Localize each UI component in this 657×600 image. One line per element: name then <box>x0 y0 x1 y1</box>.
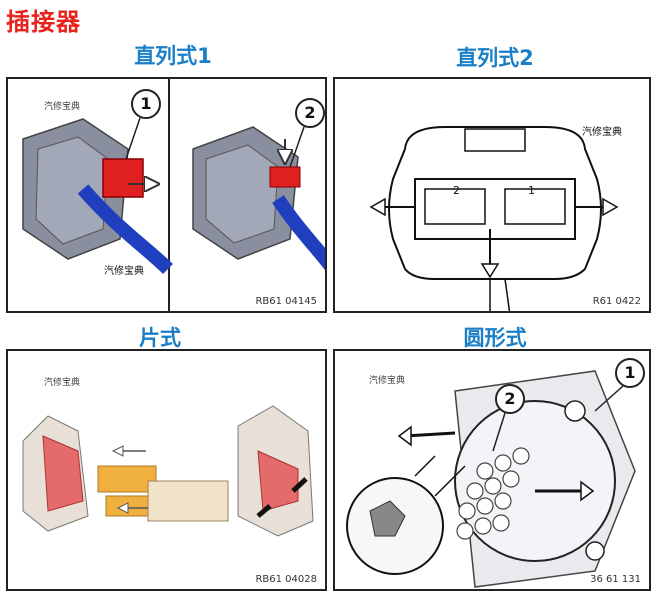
inline-1-illustration <box>22 79 325 311</box>
pin-label-1: 1 <box>528 184 535 197</box>
panel-round: 1 2 汽修宝典 36 61 131 <box>333 349 651 591</box>
watermark: 汽修宝典 <box>104 266 144 277</box>
watermark: 汽修宝典 <box>582 127 622 138</box>
round-illustration <box>346 358 645 588</box>
watermark-small: 汽修宝典 <box>369 376 406 386</box>
callout-1: 1 <box>624 363 636 382</box>
figure-caption: 36 61 131 <box>590 574 641 585</box>
section-title-inline-2: 直列式2 <box>456 46 534 70</box>
callout-2: 2 <box>504 389 516 408</box>
callout-2: 2 <box>304 103 316 122</box>
page-title: 插接器 <box>6 8 81 36</box>
section-title-blade: 片式 <box>139 326 181 350</box>
pin-label-2: 2 <box>453 184 460 197</box>
watermark-small: 汽修宝典 <box>44 102 81 112</box>
callout-1: 1 <box>140 94 152 113</box>
section-title-round: 圆形式 <box>463 326 527 350</box>
panel-inline-2: 2 1 汽修宝典 R61 0422 <box>333 77 651 313</box>
figure-caption: RB61 04028 <box>255 574 317 585</box>
figure-caption: RB61 04145 <box>255 296 317 307</box>
watermark-small: 汽修宝典 <box>44 378 81 388</box>
figure-caption: R61 0422 <box>592 296 641 307</box>
panel-blade: 汽修宝典 RB61 04028 <box>6 349 327 591</box>
panel-inline-1: 1 2 汽修宝典 汽修宝典 RB61 04145 <box>6 77 327 313</box>
section-title-inline-1: 直列式1 <box>134 44 212 68</box>
inline-2-illustration <box>369 126 619 311</box>
blade-illustration <box>22 405 314 537</box>
